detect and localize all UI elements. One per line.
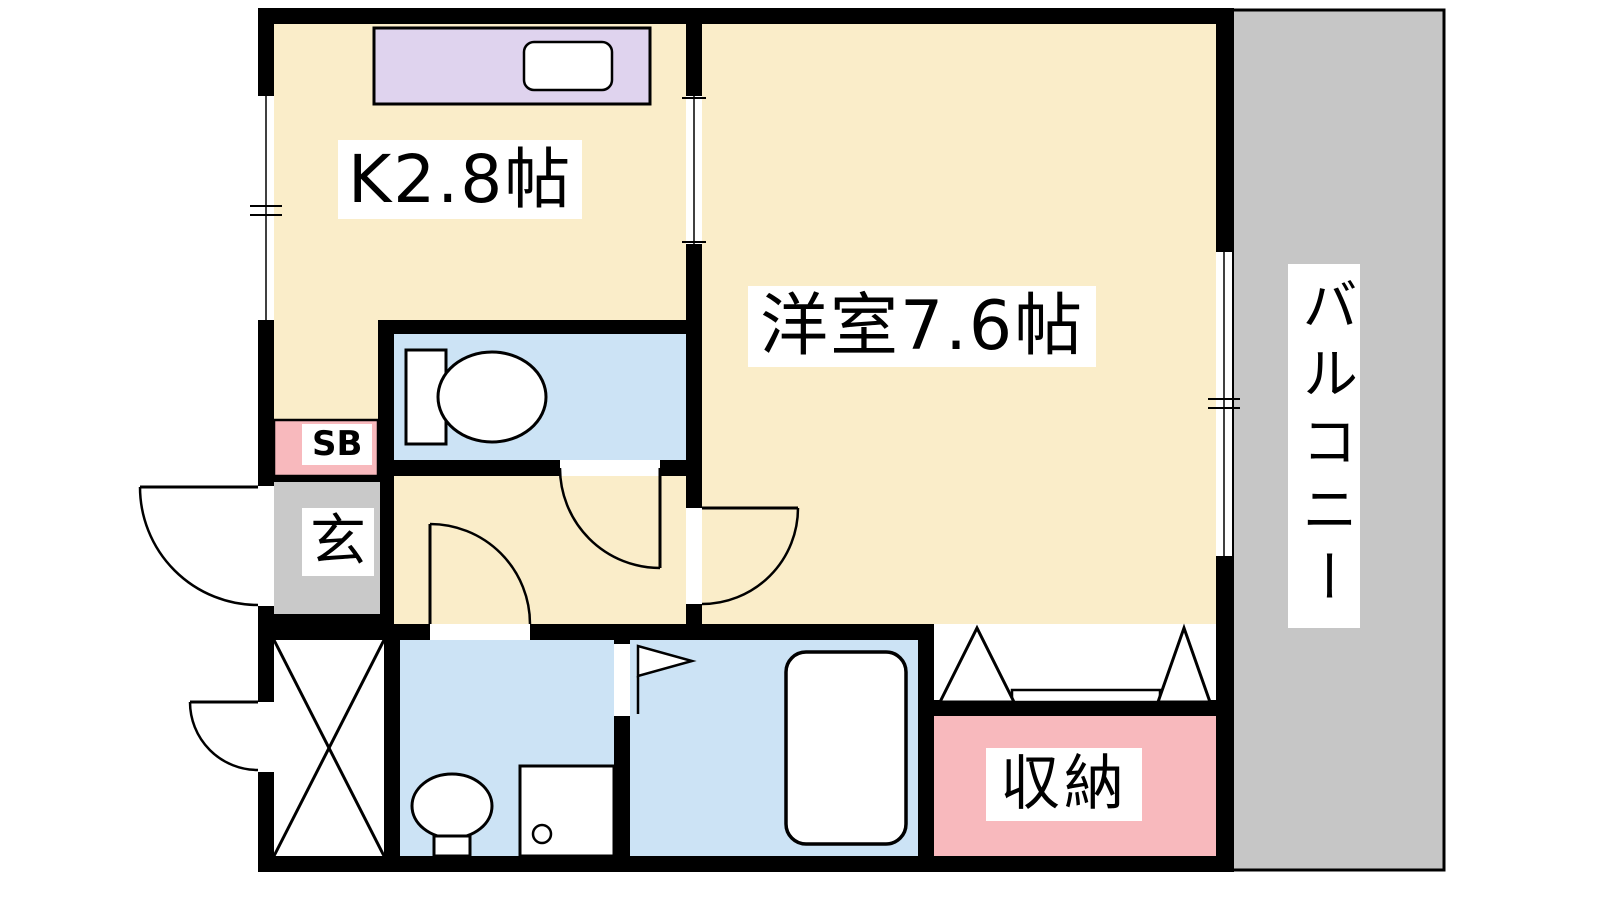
washroom-door-gap: [430, 624, 530, 640]
x-cross-shaft-icon: [272, 639, 386, 857]
closet-door-symbols: [937, 623, 1213, 704]
toilet-tank: [404, 348, 448, 446]
shoe-box-label: SB: [302, 424, 373, 465]
entry-door-gap: [258, 486, 274, 606]
toilet-door-arc: [558, 467, 661, 570]
washing-machine-pan-icon: [518, 764, 616, 858]
entry-door-arc: [138, 486, 259, 607]
shaft-door-arc: [188, 701, 259, 772]
washing-machine-drain: [531, 823, 553, 845]
toilet-bowl: [436, 350, 548, 444]
washroom-fixtures: [410, 764, 616, 858]
closet-door-triangle: [937, 624, 1017, 704]
shaft-cross-line: [272, 639, 386, 857]
closet-door-triangle: [1155, 623, 1213, 704]
kitchen-label: K2.8帖: [338, 140, 583, 220]
washroom-door-arc: [429, 522, 532, 625]
storage-label: 収納: [986, 748, 1142, 821]
shaft-door-gap: [258, 702, 274, 772]
washbasin-icon: [410, 772, 494, 840]
kitchen-sink-icon: [522, 40, 614, 92]
kitchen-counter: [372, 26, 652, 106]
bathtub-icon: [784, 650, 908, 846]
bathroom-fixtures: [636, 644, 908, 846]
western-room-label: 洋室7.6帖: [748, 286, 1097, 368]
bathroom-door-leaf: [636, 644, 697, 678]
western-door-gap: [686, 508, 702, 604]
hallway: [394, 476, 686, 624]
window-symbols: [250, 96, 1240, 556]
door-symbols: [138, 467, 800, 772]
washbasin-pedestal: [432, 834, 472, 858]
toilet-icon: [404, 348, 548, 446]
entrance-label: 玄: [302, 508, 374, 577]
toilet-door-gap: [560, 460, 660, 476]
western-door-arc: [701, 507, 800, 606]
kitchen-left-strip: [274, 320, 378, 420]
balcony-label: バルコニー: [1288, 264, 1361, 628]
closet-door-track: [1010, 688, 1162, 704]
bathroom-door-gap: [614, 644, 630, 716]
